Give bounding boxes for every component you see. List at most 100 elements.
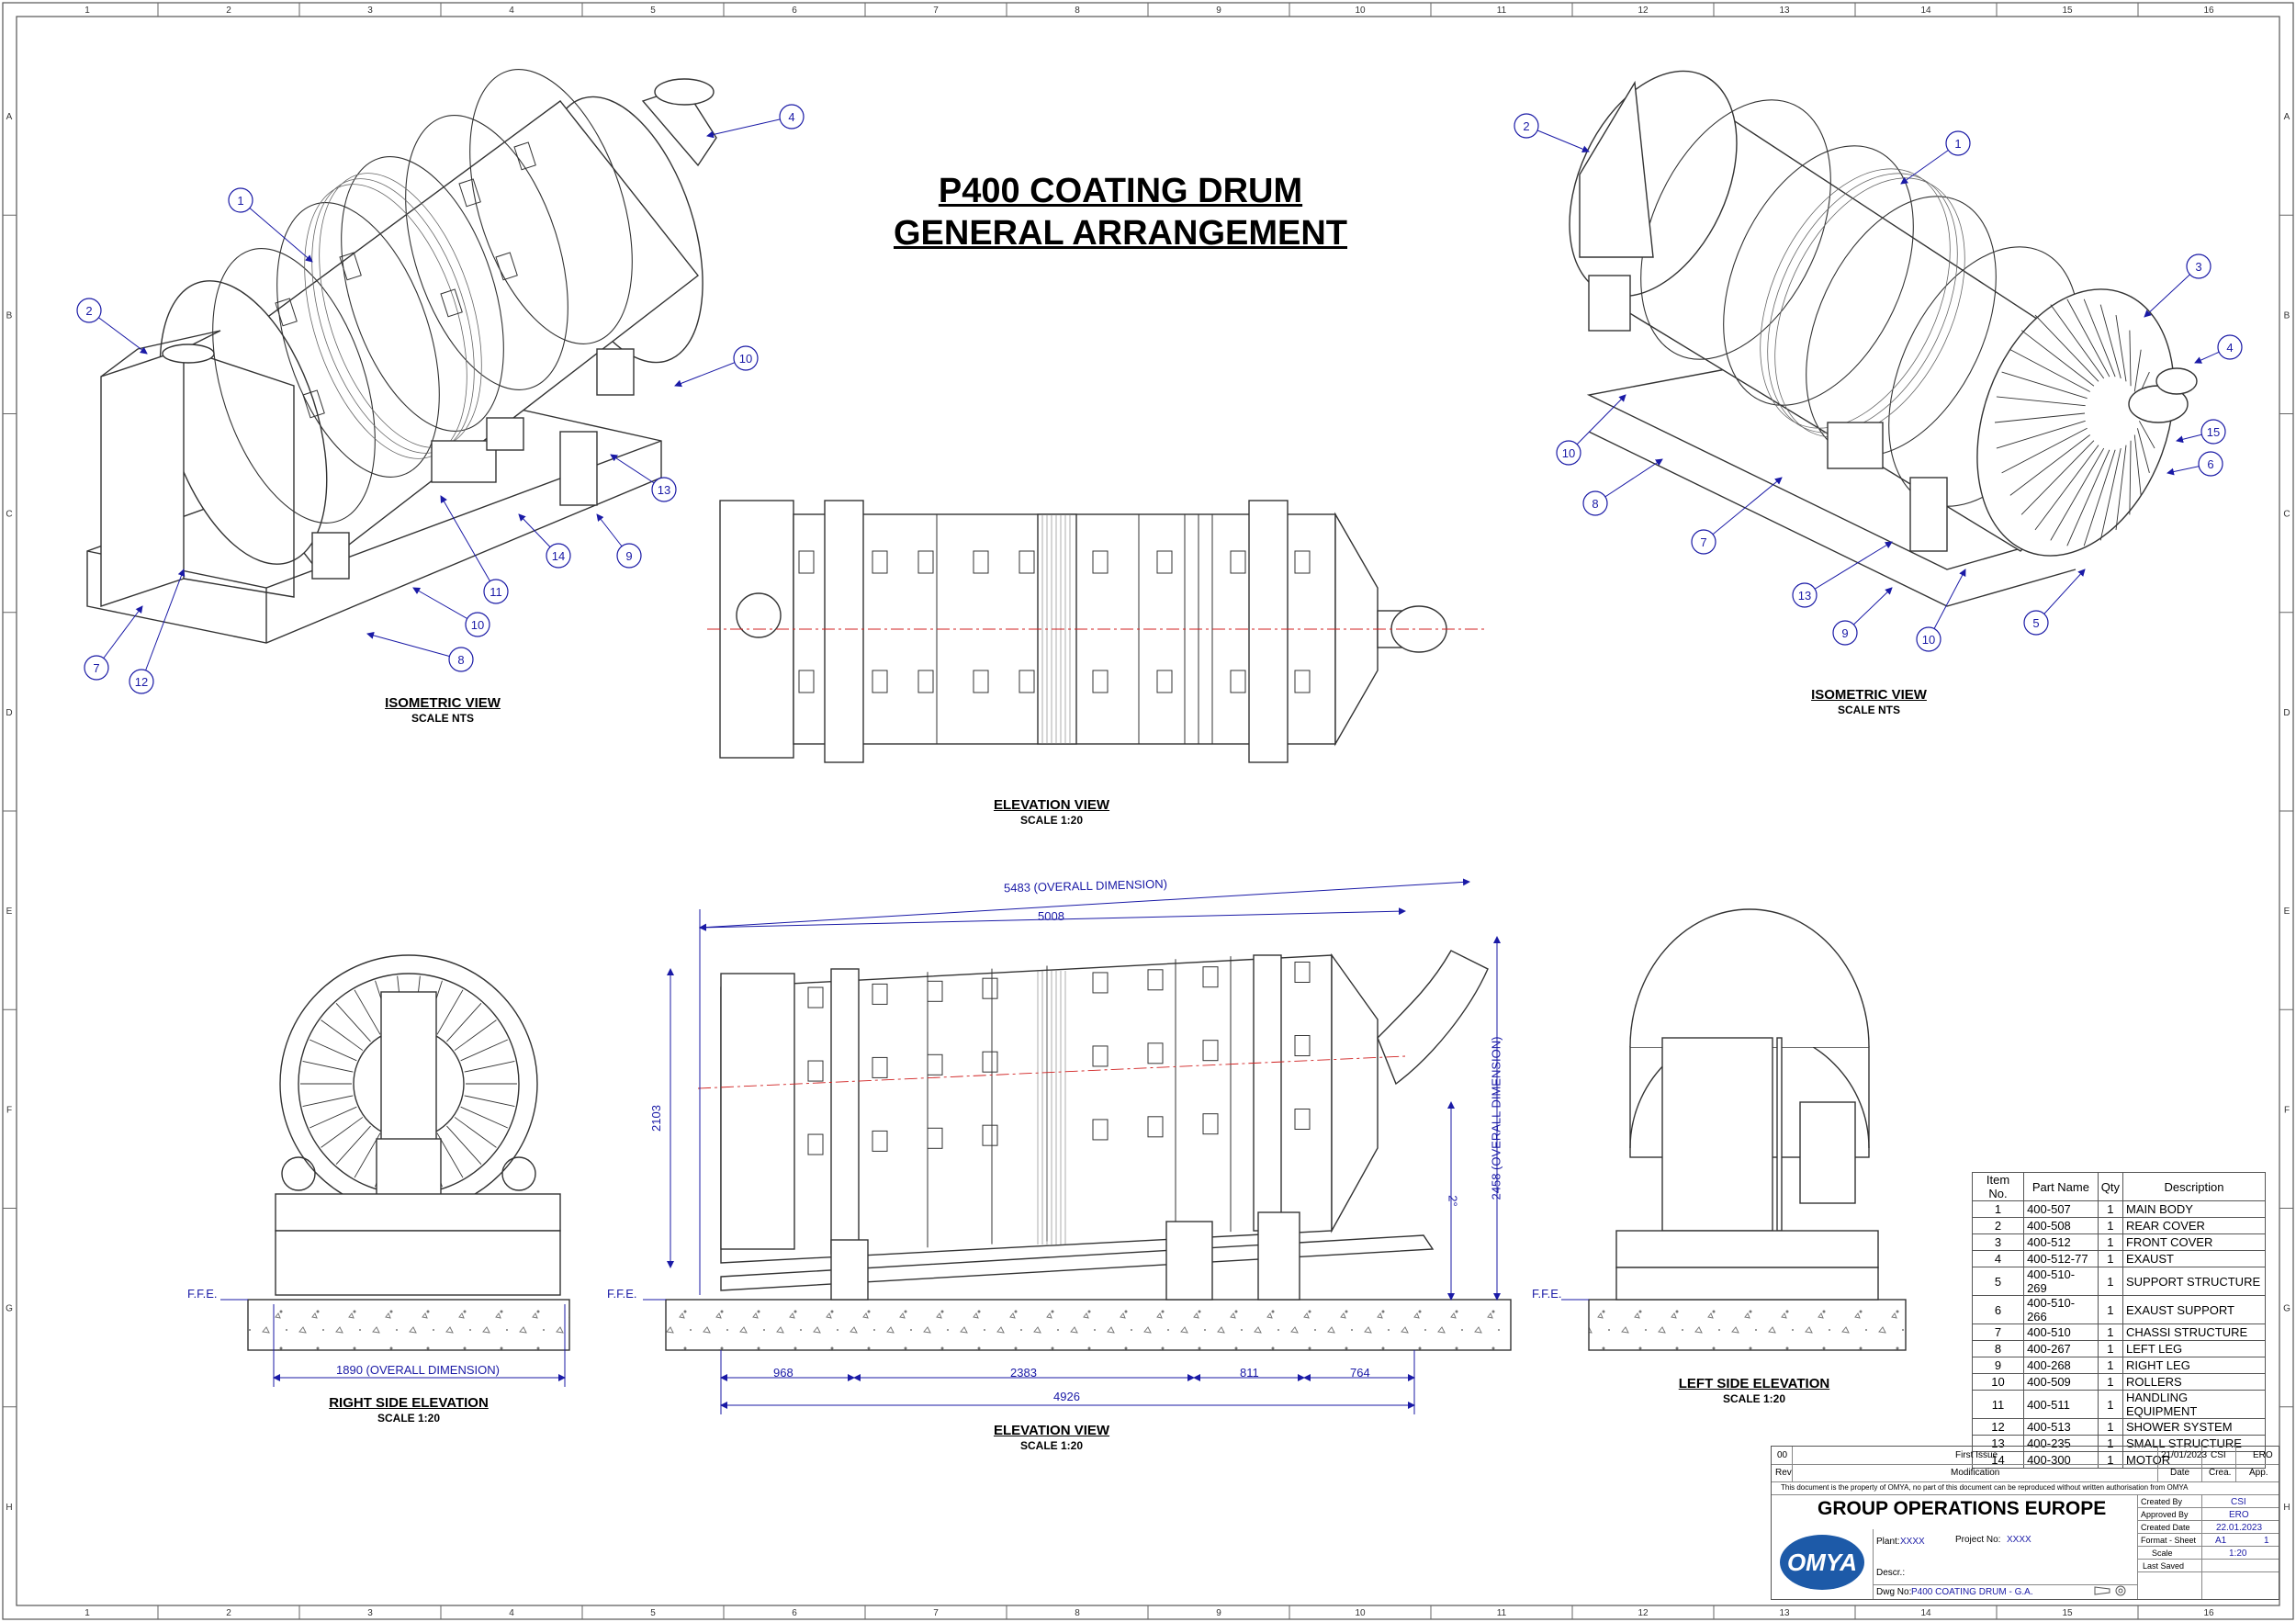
border-column-label: 4 xyxy=(509,6,514,16)
company-name: GROUP OPERATIONS EUROPE xyxy=(1818,1498,2107,1519)
sheet-value: 1 xyxy=(2264,1536,2269,1546)
description-cell: SHOWER SYSTEM xyxy=(2122,1418,2267,1436)
qty-cell: 1 xyxy=(2097,1390,2123,1419)
balloon-number: 14 xyxy=(552,549,565,563)
border-column-label: 16 xyxy=(2203,6,2214,16)
label-elevation-bottom: ELEVATION VIEW SCALE 1:20 xyxy=(960,1423,1143,1454)
format-value: A1 xyxy=(2215,1536,2227,1546)
balloon-circle xyxy=(1832,620,1858,646)
border-row-label: B xyxy=(6,310,13,321)
border-grid-ticks xyxy=(3,3,2293,1619)
border-column-label: 5 xyxy=(650,1608,656,1618)
rev-header-crea: Crea. xyxy=(2209,1468,2232,1478)
dim-drum-length: 5008 xyxy=(1038,909,1064,923)
description-cell: ROLLERS xyxy=(2122,1373,2267,1391)
balloon-circle xyxy=(483,579,509,604)
view-name: ELEVATION VIEW xyxy=(993,1423,1110,1438)
border-column-label: 7 xyxy=(933,1608,939,1618)
plant-value: XXXX xyxy=(1900,1537,1925,1547)
label-isometric-left: ISOMETRIC VIEW SCALE NTS xyxy=(351,695,535,727)
balloon-circle xyxy=(2200,419,2226,445)
view-scale: SCALE 1:20 xyxy=(1019,814,1084,827)
dim-seg-2: 2383 xyxy=(1010,1366,1037,1380)
rev-header-rev: Rev xyxy=(1775,1468,1792,1478)
item-no-cell: 12 xyxy=(1971,1418,2025,1436)
last-saved-label: Last Saved xyxy=(2143,1561,2185,1571)
elevation-view-top xyxy=(707,500,1488,763)
border-row-label: C xyxy=(2283,510,2290,520)
border-row-label: A xyxy=(2284,112,2290,122)
dimension-lines xyxy=(220,878,1589,1414)
dim-slope: 2° xyxy=(1446,1195,1460,1207)
balloon-circle xyxy=(465,612,490,637)
balloon-circle xyxy=(2186,253,2212,279)
border-column-label: 9 xyxy=(1216,1608,1221,1618)
qty-cell: 1 xyxy=(2097,1357,2123,1374)
view-scale: SCALE NTS xyxy=(1837,704,1900,716)
rev-modification: First Issue xyxy=(1955,1450,1998,1460)
border-row-label: F xyxy=(2284,1105,2290,1115)
dim-overall-height: 2458 (OVERALL DIMENSION) xyxy=(1489,1036,1503,1200)
ffe-label-left: F.F.E. xyxy=(1532,1287,1562,1301)
approved-by-label: Approved By xyxy=(2141,1510,2189,1519)
balloon-circle xyxy=(1945,130,1971,156)
border-row-label: A xyxy=(6,112,13,122)
border-column-label: 1 xyxy=(84,6,90,16)
balloon-circle xyxy=(2198,451,2223,477)
projection-symbol-icon xyxy=(2093,1585,2130,1596)
balloon-circle xyxy=(2023,610,2049,636)
scale-label: Scale xyxy=(2152,1549,2173,1558)
border-grid-labels: 1122334455667788991010111112121313141415… xyxy=(6,6,2290,1618)
title-line-1: P400 COATING DRUM xyxy=(938,172,1303,210)
description-cell: RIGHT LEG xyxy=(2122,1357,2267,1374)
view-scale: SCALE 1:20 xyxy=(1722,1392,1786,1405)
part-name-cell: 400-509 xyxy=(2023,1373,2099,1391)
balloon-circle xyxy=(733,345,759,371)
parts-header-row: Item No. Part Name Qty Description xyxy=(1971,1172,2267,1201)
border-column-label: 1 xyxy=(84,1608,90,1618)
format-label: Format - Sheet xyxy=(2141,1536,2197,1545)
part-name-cell: 400-510-266 xyxy=(2023,1295,2099,1324)
border-column-label: 2 xyxy=(226,1608,231,1618)
balloon-number: 5 xyxy=(2032,616,2039,630)
border-row-label: H xyxy=(6,1503,12,1513)
part-name-cell: 400-507 xyxy=(2023,1200,2099,1218)
balloon-number: 9 xyxy=(1841,626,1848,640)
view-scale: SCALE 1:20 xyxy=(377,1412,441,1425)
balloon-circle xyxy=(2217,334,2243,360)
part-name-cell: 400-508 xyxy=(2023,1217,2099,1234)
balloon-number: 6 xyxy=(2207,457,2213,471)
isometric-view-right xyxy=(1569,70,2198,607)
border-row-label: B xyxy=(2284,310,2290,321)
drawing-title: P400 COATING DRUM GENERAL ARRANGEMENT xyxy=(827,170,1414,254)
balloon-number: 7 xyxy=(93,661,99,675)
border-column-label: 12 xyxy=(1638,6,1649,16)
balloon-number: 15 xyxy=(2207,425,2220,439)
border-column-label: 4 xyxy=(509,1608,514,1618)
dim-width: 1890 (OVERALL DIMENSION) xyxy=(336,1363,500,1377)
header-qty: Qty xyxy=(2097,1172,2123,1201)
balloon-number: 1 xyxy=(1954,137,1961,151)
label-right-side: RIGHT SIDE ELEVATION SCALE 1:20 xyxy=(308,1395,510,1426)
border-column-label: 11 xyxy=(1497,6,1507,16)
border-row-label: H xyxy=(2283,1503,2290,1513)
part-name-cell: 400-510-269 xyxy=(2023,1267,2099,1296)
item-no-cell: 6 xyxy=(1971,1295,2025,1324)
balloon-number: 8 xyxy=(1592,497,1598,511)
logo-text: OMYA xyxy=(1787,1549,1857,1576)
border-column-label: 3 xyxy=(367,6,373,16)
header-description: Description xyxy=(2122,1172,2267,1201)
description-cell: HANDLING EQUIPMENT xyxy=(2122,1390,2267,1419)
balloon-circle xyxy=(1916,626,1941,652)
border-column-label: 15 xyxy=(2062,1608,2073,1618)
item-no-cell: 9 xyxy=(1971,1357,2025,1374)
item-no-cell: 4 xyxy=(1971,1250,2025,1267)
rev-date: 21/01/2023 xyxy=(2161,1450,2208,1460)
balloon-number: 4 xyxy=(788,110,794,124)
border-column-label: 2 xyxy=(226,6,231,16)
